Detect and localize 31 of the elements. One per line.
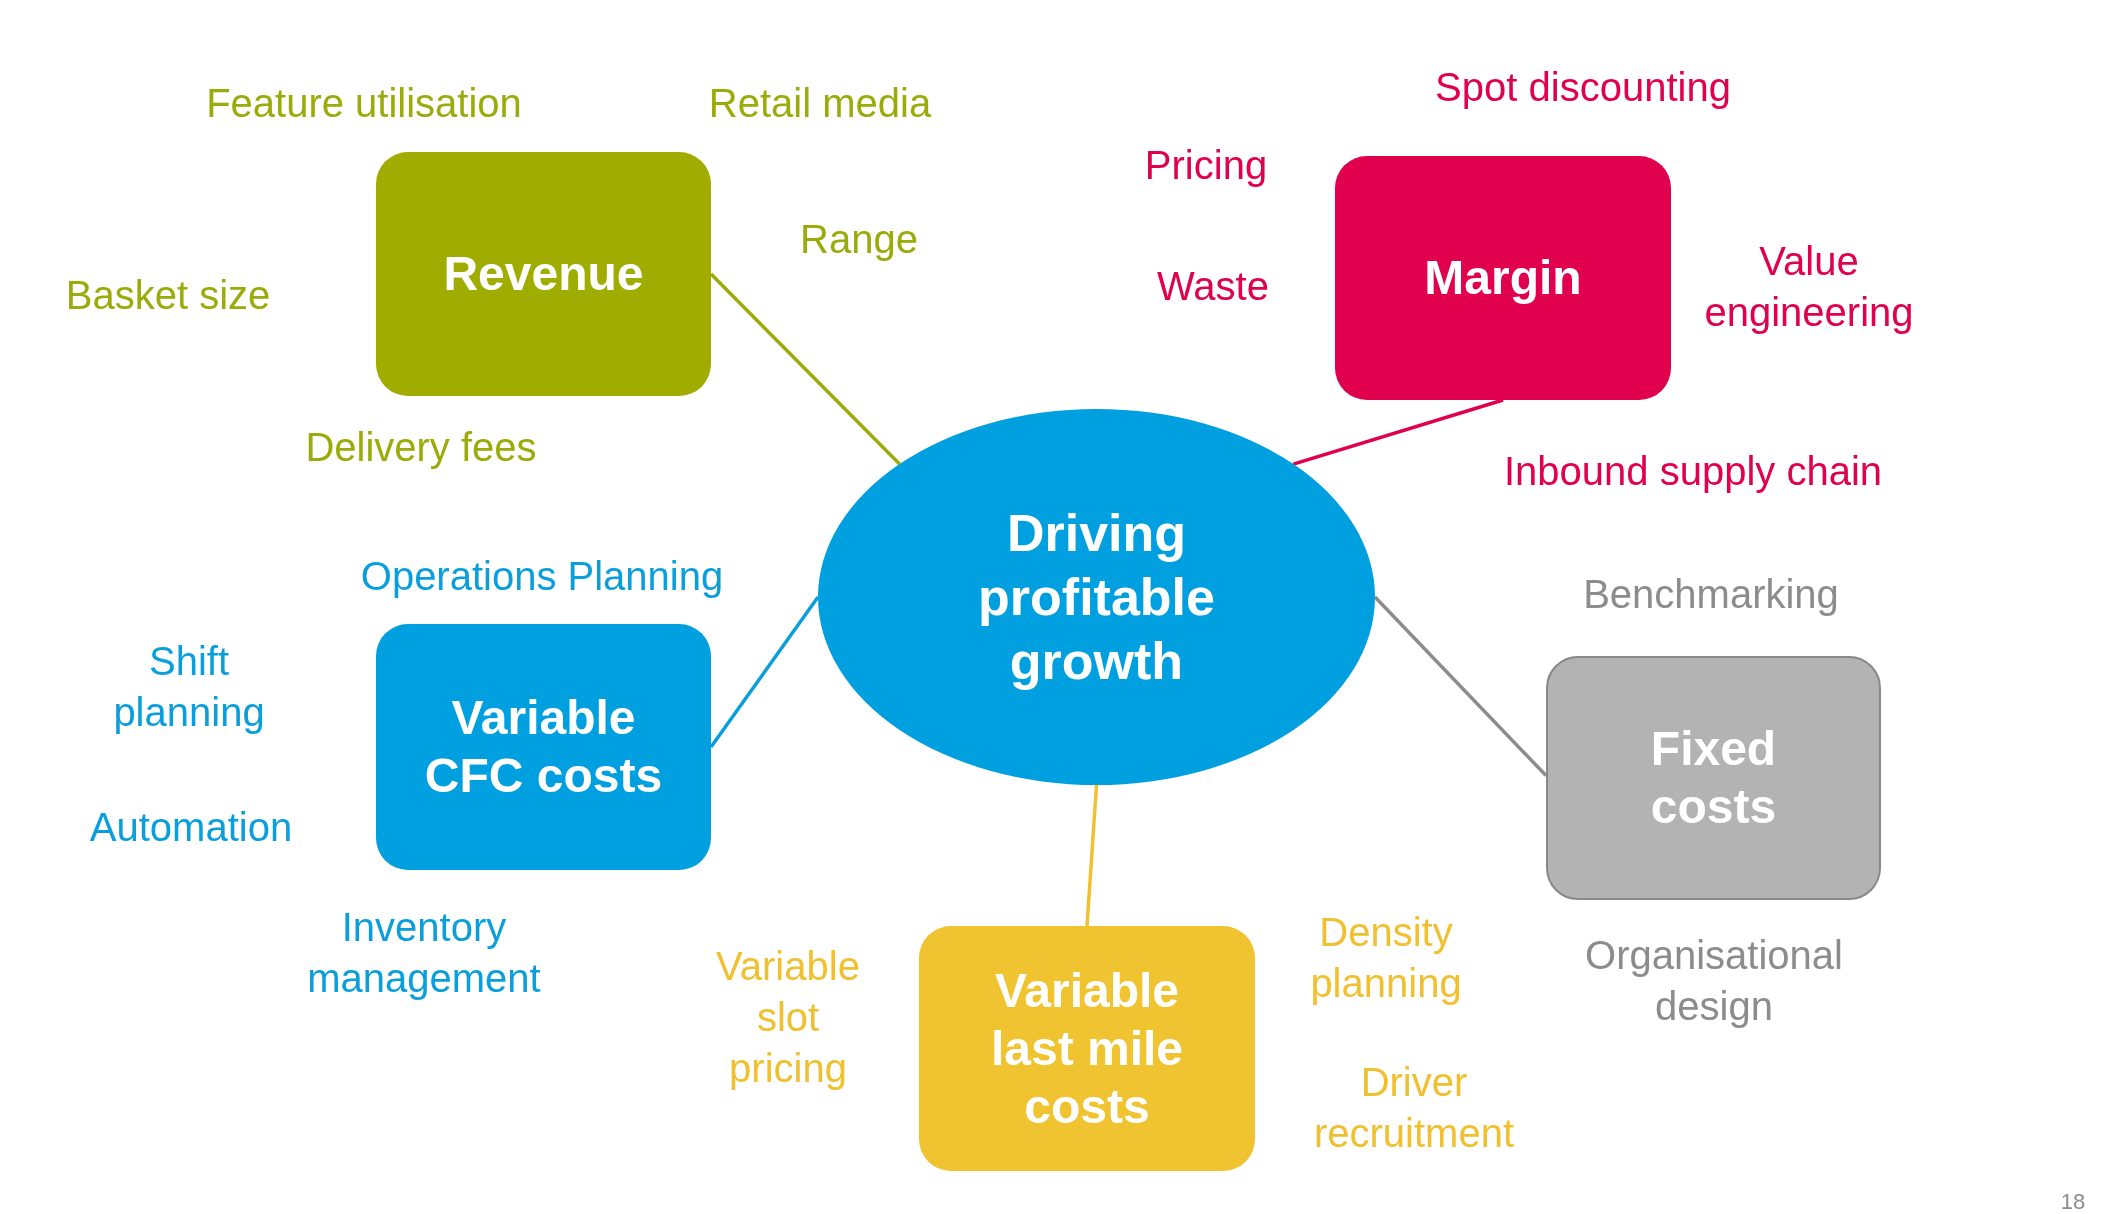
topic-label: Inbound supply chain: [1503, 447, 1883, 495]
topic-label: Delivery fees: [305, 423, 537, 471]
topic-label: Inventory management: [306, 904, 542, 1002]
topic-label: Range: [800, 215, 918, 263]
topic-label: Feature utilisation: [206, 79, 522, 127]
connector-line: [1373, 595, 1548, 777]
topic-box: Fixed costs: [1546, 656, 1881, 900]
topic-label: Benchmarking: [1583, 570, 1839, 618]
topic-box: Margin: [1335, 156, 1671, 400]
topic-label: Value engineering: [1703, 238, 1915, 336]
topic-label: Pricing: [1144, 141, 1268, 189]
topic-label: Waste: [1157, 262, 1269, 310]
topic-label: Density planning: [1309, 909, 1463, 1007]
topic-label: Automation: [89, 803, 293, 851]
topic-box: Revenue: [376, 152, 711, 396]
topic-label: Spot discounting: [1435, 63, 1731, 111]
topic-label: Organisational design: [1584, 932, 1844, 1030]
topic-label: Driver recruitment: [1312, 1059, 1516, 1157]
connector-line: [1292, 398, 1504, 466]
topic-label: Operations Planning: [360, 552, 724, 600]
connector-line: [709, 272, 901, 466]
page-number: 18: [2060, 1189, 2086, 1214]
topic-box: Variable last mile costs: [919, 926, 1255, 1171]
topic-label: Retail media: [708, 79, 932, 127]
connector-line: [1085, 784, 1099, 927]
topic-label: Variable slot pricing: [715, 942, 861, 1092]
connector-line: [709, 596, 820, 748]
topic-label: Shift planning: [112, 638, 266, 736]
topic-label: Basket size: [65, 271, 271, 319]
center-ellipse: Driving profitable growth: [818, 409, 1375, 785]
topic-box: Variable CFC costs: [376, 624, 711, 870]
